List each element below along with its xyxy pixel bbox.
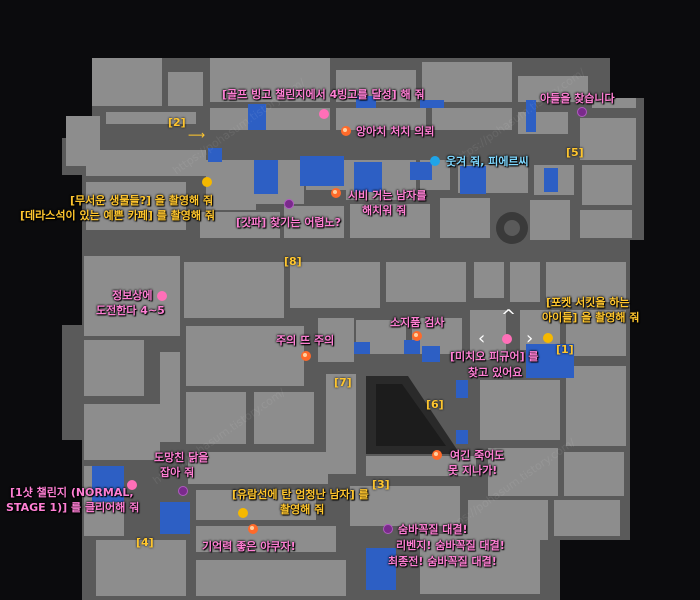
quest-label-circuit-2: 아이들] 을 촬영해 줘 — [542, 311, 640, 324]
quest-marker-kappa[interactable] — [284, 199, 294, 209]
quest-marker-circuit[interactable] — [543, 333, 553, 343]
quest-label-sumo-3: 최종전! 숨바꼭질 대결! — [388, 555, 497, 568]
quest-marker-scary[interactable] — [202, 177, 212, 187]
quest-label-golf: [골프 빙고 챌린지에서 4빙고를 달성] 해 줘 — [222, 88, 425, 101]
quest-label-lucky: 소지품 검사 — [390, 316, 445, 329]
zone-label-8: [8] — [284, 255, 302, 268]
central-triangle-inner — [376, 384, 446, 446]
quest-marker-bath[interactable] — [238, 508, 248, 518]
quest-label-memory: 기억력 좋은 야쿠자! — [202, 540, 296, 553]
zone-label-7: [7] — [334, 376, 352, 389]
zone-label-6: [6] — [426, 398, 444, 411]
quest-marker-dying[interactable] — [432, 450, 442, 460]
quest-marker-lucky[interactable] — [412, 331, 422, 341]
zone-label-4: [4] — [136, 536, 154, 549]
quest-label-octopus: 앙아치 처치 의뢰 — [356, 125, 435, 138]
quest-label-beggar-2: 해치워 줘 — [362, 204, 407, 217]
arrow-icon: ⟶ — [188, 128, 206, 142]
quest-label-scary-1: [무서운 생물들?] 을 촬영해 줘 — [70, 194, 214, 207]
quest-marker-octopus[interactable] — [341, 126, 351, 136]
quest-label-scary-2: [데라스석이 있는 예쁜 카페] 를 촬영해 줘 — [20, 209, 215, 222]
quest-label-shot-1: [1샷 챌린지 (NORMAL, — [10, 486, 134, 499]
zone-label-3: [3] — [372, 478, 390, 491]
quest-marker-figure[interactable] — [502, 334, 512, 344]
zone-label-1: [1] — [556, 343, 574, 356]
quest-label-caution: 주의 뜨 주의 — [276, 334, 335, 347]
quest-label-dying-2: 못 지나가! — [448, 464, 498, 477]
city-blocks — [66, 58, 636, 596]
zone-label-5: [5] — [566, 146, 584, 159]
quest-label-kappa: [갓파] 찾기는 어렵노? — [236, 216, 342, 229]
chevron-up-icon: ^ — [501, 306, 517, 327]
quest-marker-info[interactable] — [157, 291, 167, 301]
quest-label-son: 아들을 찾습니다 — [540, 92, 615, 105]
quest-marker-son[interactable] — [577, 107, 587, 117]
quest-label-chicken-1: 도망친 닭을 — [154, 451, 209, 464]
quest-label-bath-2: 촬영해 줘 — [280, 503, 325, 516]
quest-marker-sumo[interactable] — [383, 524, 393, 534]
roundabout — [496, 212, 528, 244]
quest-marker-chicken[interactable] — [178, 486, 188, 496]
map-cutouts — [62, 58, 644, 600]
chevron-left-icon: ‹ — [478, 328, 486, 349]
quest-label-dying-1: 여긴 죽어도 — [450, 449, 505, 462]
quest-label-circuit-1: [포켓 서킷을 하는 — [546, 296, 630, 309]
quest-marker-beggar[interactable] — [331, 188, 341, 198]
quest-label-sumo-1: 숨바꼭질 대결! — [398, 523, 468, 536]
quest-label-figure-2: 찾고 있어요 — [468, 366, 523, 379]
quest-label-bath-1: [유람선에 탄 엄청난 남자] 를 — [232, 488, 369, 501]
quest-marker-memory[interactable] — [248, 524, 258, 534]
quest-label-chicken-2: 잡아 줘 — [160, 466, 195, 479]
quest-label-beggar-1: 시비 거는 남자를 — [348, 189, 427, 202]
chevron-right-icon: › — [526, 328, 534, 349]
quest-label-figure-1: [미치오 피규어] 를 — [450, 350, 539, 363]
quest-label-info-1: 정보상에 — [112, 289, 153, 302]
blue-zones — [92, 96, 574, 590]
quest-label-info-2: 도전한다 4~5 — [96, 304, 165, 317]
zone-label-2: [2] — [168, 116, 186, 129]
quest-label-sumo-2: 리벤지! 숨바꼭질 대결! — [396, 539, 505, 552]
quest-marker-caution[interactable] — [301, 351, 311, 361]
quest-marker-smile[interactable] — [430, 156, 440, 166]
quest-label-shot-2: STAGE 1)] 를 클리어해 줘 — [6, 501, 140, 514]
quest-marker-shot[interactable] — [127, 480, 137, 490]
quest-label-smile: 웃겨 줘, 피에르씨 — [446, 155, 529, 168]
quest-marker-golf[interactable] — [319, 109, 329, 119]
